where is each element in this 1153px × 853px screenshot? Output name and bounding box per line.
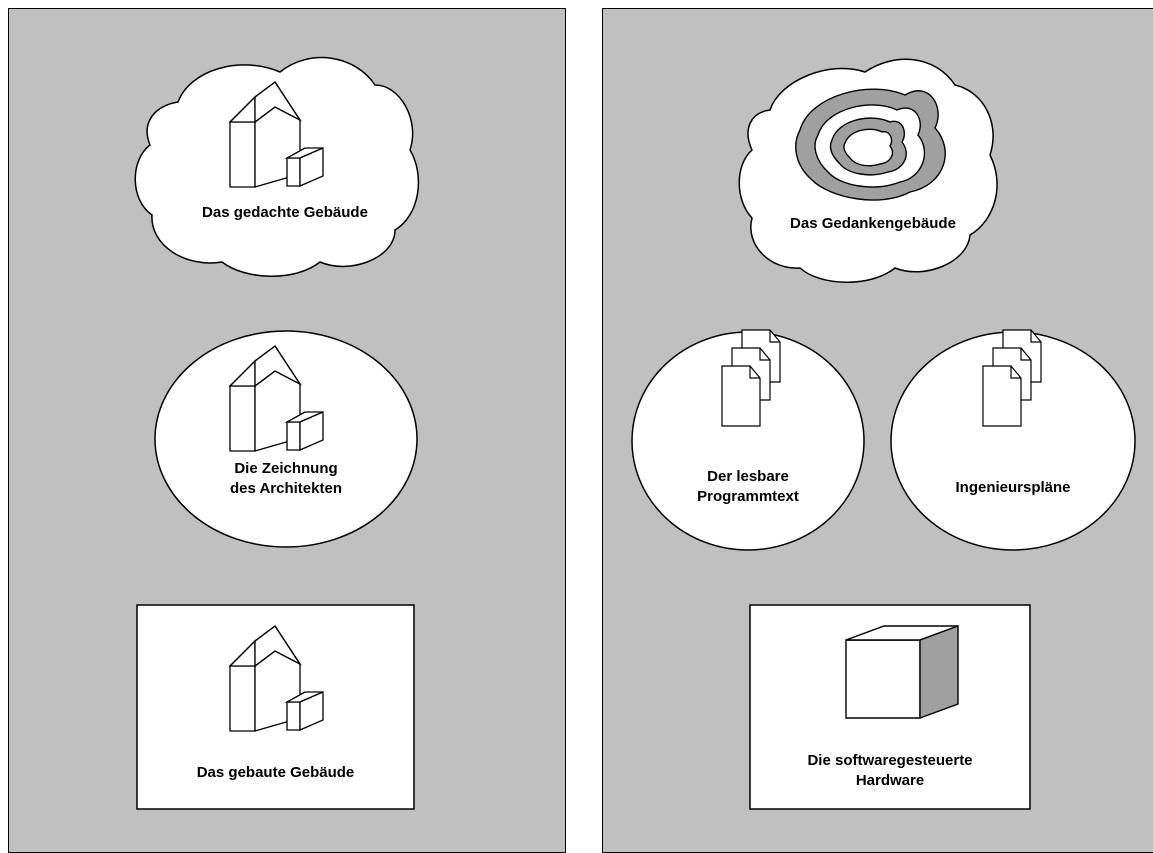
- circle-label-program-line1: Der lesbare: [707, 468, 789, 485]
- cloud-label-right: Das Gedankengebäude: [790, 215, 956, 232]
- box-label-hardware-line2: Hardware: [855, 772, 925, 789]
- box-label-left: Das gebaute Gebäude: [196, 764, 355, 781]
- cloud-label-left: Das gedachte Gebäude: [202, 204, 368, 221]
- cube-icon: [845, 624, 959, 720]
- circle-label-engineering: Ingenieurspläne: [955, 479, 1071, 496]
- circle-label-left-line1: Die Zeichnung: [234, 460, 338, 477]
- swirl-icon: [795, 88, 946, 201]
- box-label-hardware-line1: Die softwaregesteuerte: [807, 752, 973, 769]
- circle-label-program-line2: Programmtext: [697, 488, 799, 505]
- circle-label-left-line2: des Architekten: [230, 480, 342, 497]
